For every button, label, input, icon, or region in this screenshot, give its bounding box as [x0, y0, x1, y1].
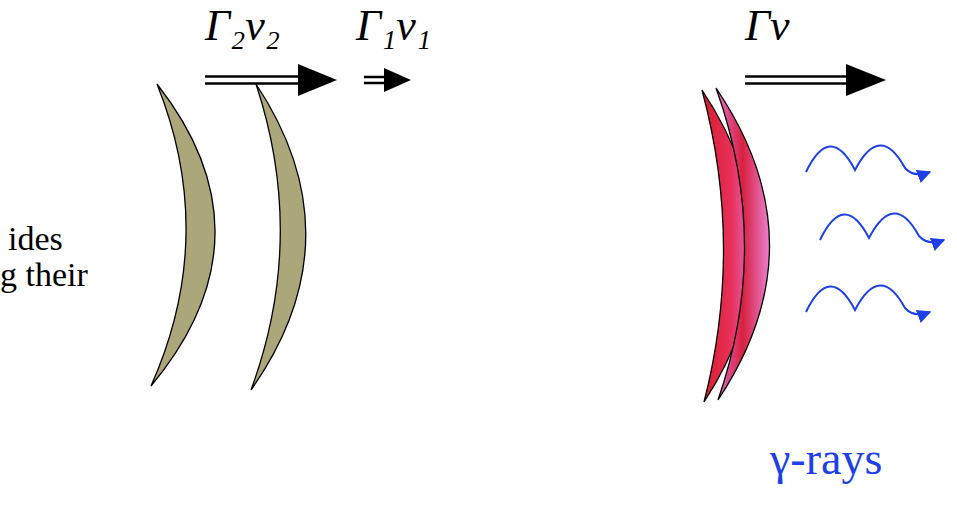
- gamma-ray-label: γ-rays: [770, 436, 882, 482]
- velocity-arrow: [745, 64, 886, 96]
- velocity-label: Γ₂v₂: [205, 4, 280, 48]
- arrow-head: [384, 68, 411, 92]
- arrow-head: [846, 64, 886, 96]
- gamma-wave: [806, 285, 930, 314]
- arrow-shaft: [205, 75, 302, 78]
- arrow-shaft: [745, 82, 850, 85]
- velocity-label: Γ₁v₁: [356, 4, 431, 48]
- velocity-arrow: [364, 68, 411, 92]
- velocity-label: Γv: [745, 4, 790, 48]
- cut-text: g their: [0, 258, 88, 292]
- arrow-head: [298, 64, 337, 96]
- arrow-shaft: [745, 75, 850, 78]
- velocity-arrow: [205, 64, 337, 96]
- shell: [151, 84, 215, 386]
- shell: [251, 84, 306, 390]
- arrow-shaft: [205, 82, 302, 85]
- gamma-wave: [806, 145, 930, 174]
- merged-shell: [716, 88, 770, 400]
- gamma-wave: [820, 213, 944, 242]
- cut-text: ides: [8, 222, 63, 256]
